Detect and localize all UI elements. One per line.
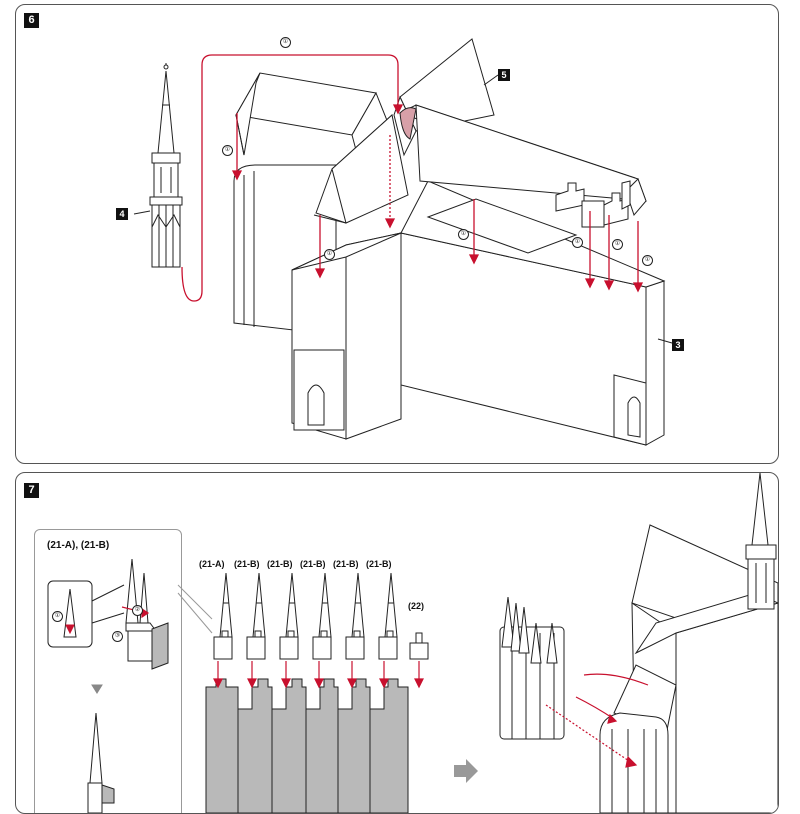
part-label-21a: (21-A): [199, 559, 225, 569]
step-mark: ①: [324, 249, 335, 260]
part-label-21b: (21-B): [333, 559, 359, 569]
gray-wall-strip: [205, 678, 409, 813]
main-body-part-3: [400, 180, 666, 446]
cylinder-tower: [499, 596, 565, 740]
part-label-21b: (21-B): [234, 559, 260, 569]
next-arrow-icon: [454, 759, 478, 783]
step-mark: ②: [132, 605, 143, 616]
step-7-panel: 7 (21-A), (21-B): [15, 472, 779, 814]
part-label-21b: (21-B): [366, 559, 392, 569]
part-label-21b: (21-B): [267, 559, 293, 569]
step-mark: ①: [458, 229, 469, 240]
step-number-badge: 6: [24, 13, 39, 28]
step-mark: ①: [222, 145, 233, 156]
main-roof: [398, 104, 647, 216]
part-label-5: 5: [498, 69, 510, 81]
front-roof: [313, 114, 409, 224]
down-arrow-icon: [91, 684, 103, 694]
inset-box: (21-A), (21-B): [34, 529, 182, 813]
crossing-shade: [399, 107, 417, 140]
part-label-22: (22): [408, 601, 425, 611]
inset-result-spire: [87, 712, 115, 813]
inset-label: (21-A), (21-B): [47, 540, 110, 551]
step-mark: ①: [642, 255, 653, 266]
step-mark: ①: [280, 37, 291, 48]
parapet-pieces: [555, 180, 631, 228]
front-block-wall: [291, 232, 402, 440]
part-label-21b: (21-B): [300, 559, 326, 569]
step-number-badge: 7: [24, 483, 39, 498]
step-mark: ①: [612, 239, 623, 250]
step-mark: ①: [52, 611, 63, 622]
step-6-panel: 6: [15, 4, 779, 464]
tower-part-4: [149, 63, 183, 268]
step-mark: ①: [572, 237, 583, 248]
step-6-diagram: [133, 38, 673, 446]
castle-assembly: [599, 473, 778, 813]
part-label-3: 3: [672, 339, 684, 351]
step-7-diagram: [47, 473, 778, 813]
step-mark: ③: [112, 631, 123, 642]
spire-row: [213, 572, 429, 660]
part-label-4: 4: [116, 208, 128, 220]
